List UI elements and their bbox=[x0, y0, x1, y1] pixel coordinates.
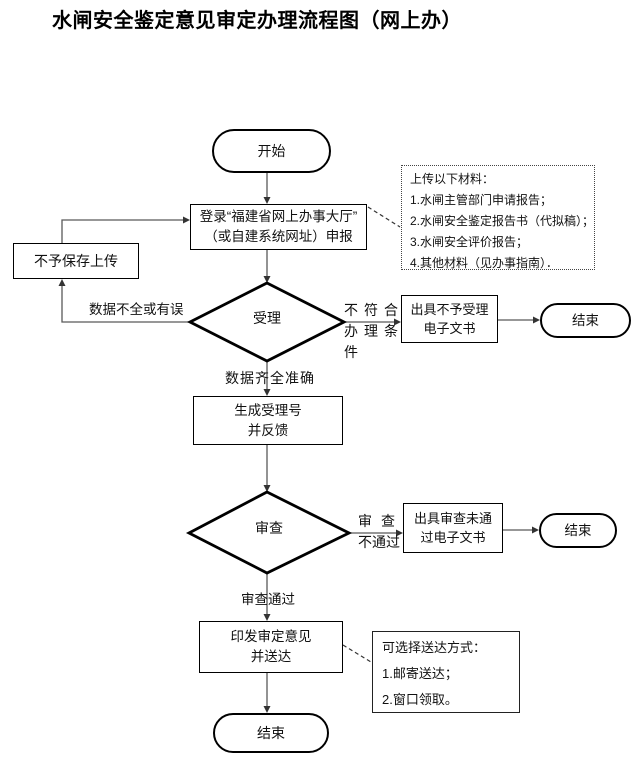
node-issue-no-accept-line1: 出具不予受理 bbox=[410, 302, 489, 317]
note-delivery-line: 1.邮寄送达； bbox=[382, 666, 458, 681]
arrowhead bbox=[263, 485, 271, 492]
node-start: 开始 bbox=[212, 129, 331, 173]
note-upload-line: 上传以下材料： bbox=[410, 172, 495, 186]
node-generate-number: 生成受理号 并反馈 bbox=[193, 396, 343, 445]
node-issue-no-accept-line2: 电子文书 bbox=[423, 321, 476, 336]
node-end-mid: 结束 bbox=[539, 513, 617, 548]
node-login-line1: 登录“福建省网上办事大厅” bbox=[199, 209, 358, 224]
edge-nosave-to-login bbox=[61, 219, 184, 243]
edge-label-not-qualified-line2: 办理条 bbox=[344, 323, 404, 339]
note-delivery-options: 可选择送达方式： 1.邮寄送达； 2.窗口领取。 bbox=[372, 631, 520, 713]
edge-label-review-fail: 审查 不通过 bbox=[358, 511, 404, 553]
arrowhead bbox=[396, 529, 403, 537]
node-login-line2: （或自建系统网址）申报 bbox=[204, 229, 353, 244]
note-upload-line: 3.水闸安全评价报告； bbox=[410, 235, 529, 249]
node-generate-number-line1: 生成受理号 bbox=[234, 402, 302, 418]
node-login: 登录“福建省网上办事大厅” （或自建系统网址）申报 bbox=[190, 204, 367, 250]
edge-accept-to-nosave bbox=[61, 285, 190, 323]
page-title: 水闸安全鉴定意见审定办理流程图（网上办） bbox=[52, 10, 462, 32]
edge-label-review-fail-line2: 不通过 bbox=[358, 534, 400, 550]
decision-review-label: 审查 bbox=[255, 520, 283, 536]
arrowhead bbox=[263, 197, 271, 204]
node-issue-opinion: 印发审定意见 并送达 bbox=[199, 621, 343, 673]
decision-accept-label: 受理 bbox=[253, 310, 281, 326]
arrowhead bbox=[533, 316, 540, 324]
node-end-top: 结束 bbox=[540, 303, 631, 338]
node-issue-review-fail: 出具审查未通 过电子文书 bbox=[403, 503, 503, 553]
arrowhead bbox=[263, 389, 271, 396]
edge-label-review-pass: 审查通过 bbox=[241, 592, 295, 607]
arrowhead bbox=[183, 216, 190, 224]
node-end-top-label: 结束 bbox=[572, 312, 599, 328]
arrowhead bbox=[58, 279, 66, 286]
arrowhead bbox=[263, 706, 271, 713]
node-issue-review-fail-line1: 出具审查未通 bbox=[413, 511, 492, 526]
edge-label-data-ok: 数据齐全准确 bbox=[225, 370, 315, 386]
node-issue-opinion-line2: 并送达 bbox=[250, 649, 292, 664]
node-issue-no-accept: 出具不予受理 电子文书 bbox=[401, 295, 498, 343]
edge-login-to-uploadnote-dashed bbox=[367, 206, 401, 228]
node-no-save-upload: 不予保存上传 bbox=[13, 243, 139, 279]
note-upload-line: 4.其他材料（见办事指南）． bbox=[410, 256, 559, 270]
node-end-bottom: 结束 bbox=[213, 713, 329, 753]
decision-review-shape bbox=[185, 490, 353, 575]
note-delivery-line: 2.窗口领取。 bbox=[382, 692, 458, 707]
note-upload-line: 1.水闸主管部门申请报告； bbox=[410, 193, 553, 207]
node-no-save-upload-label: 不予保存上传 bbox=[34, 253, 118, 269]
arrowhead bbox=[263, 614, 271, 621]
note-upload-line: 2.水闸安全鉴定报告书（代拟稿）； bbox=[410, 214, 595, 228]
edge-label-data-error: 数据不全或有误 bbox=[89, 302, 184, 317]
node-issue-opinion-line1: 印发审定意见 bbox=[230, 629, 312, 644]
note-upload-materials: 上传以下材料： 1.水闸主管部门申请报告； 2.水闸安全鉴定报告书（代拟稿）； … bbox=[401, 165, 595, 270]
edge-opinion-to-deliverynote-dashed bbox=[342, 644, 372, 663]
arrowhead bbox=[263, 276, 271, 283]
arrowhead bbox=[394, 318, 401, 326]
edge-label-not-qualified: 不符合 办理条 件 bbox=[344, 300, 404, 363]
arrowhead bbox=[532, 526, 539, 534]
node-start-label: 开始 bbox=[257, 143, 286, 159]
node-generate-number-line2: 并反馈 bbox=[247, 422, 289, 438]
node-end-bottom-label: 结束 bbox=[257, 725, 285, 741]
node-end-mid-label: 结束 bbox=[564, 522, 592, 538]
note-delivery-line: 可选择送达方式： bbox=[382, 640, 487, 655]
decision-accept-shape bbox=[186, 281, 348, 363]
edge-label-not-qualified-line1: 不符合 bbox=[344, 302, 404, 318]
node-issue-review-fail-line2: 过电子文书 bbox=[420, 530, 486, 545]
edge-label-not-qualified-line3: 件 bbox=[344, 344, 364, 360]
edge-label-review-fail-line1: 审查 bbox=[358, 513, 404, 529]
